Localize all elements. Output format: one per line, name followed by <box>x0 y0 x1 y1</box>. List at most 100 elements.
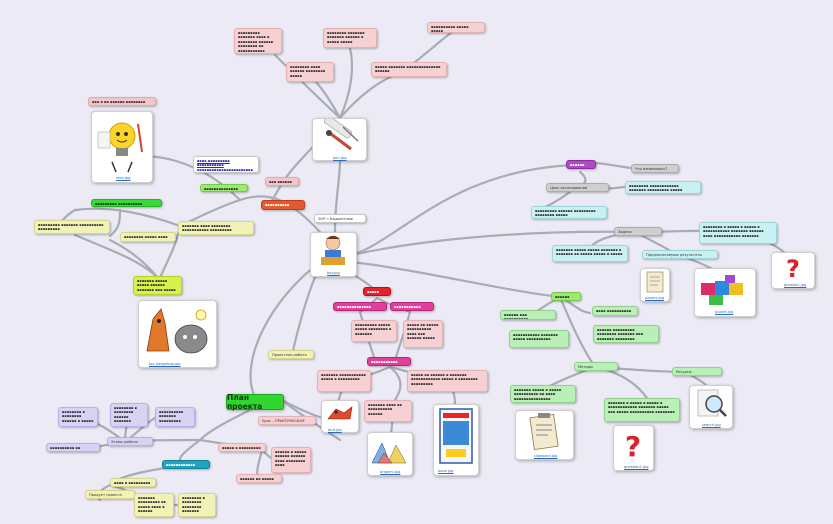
magnifier-image[interactable]: search.jpg <box>689 385 733 429</box>
clipboard-icon <box>529 413 559 450</box>
resources[interactable]: Ресурсы <box>672 367 722 376</box>
question-mark-icon: ? <box>786 255 800 283</box>
mint-note-2[interactable]: ▪▪▪▪ ▪▪▪▪▪▪▪▪▪▪ <box>592 306 638 316</box>
lav-note-3[interactable]: ▪▪▪▪▪▪▪▪▪▪ ▪▪▪▪▪▪▪ ▪▪▪▪▪▪▪▪▪ <box>155 407 195 427</box>
top-note-4[interactable]: ▪▪▪▪▪▪▪▪ ▪▪▪▪ ▪▪▪▪▪▪ ▪▪▪▪▪▪▪▪ ▪▪▪▪▪ <box>286 62 334 82</box>
bird-image[interactable]: bird.jpg <box>321 400 359 433</box>
origami-caption[interactable]: origami.jpg <box>380 470 401 474</box>
lav-note-1[interactable]: ▪▪▪▪▪▪▪▪ ▪ ▪▪▪▪▪▪▪▪ ▪▪▪▪▪▪ ▪ ▪▪▪▪▪ <box>58 407 98 427</box>
research-methods[interactable]: Методы исследования <box>574 362 618 371</box>
link-box[interactable]: ▪▪▪▪ ▪▪▪▪▪▪▪▪▪ ▪▪▪▪▪▪▪▪▪▪▪ ▪▪▪▪▪▪▪▪▪▪▪▪▪… <box>193 156 259 173</box>
question-mark-caption-2[interactable]: question2.jpg <box>624 465 649 469</box>
yellow-note-1[interactable]: ▪▪▪▪▪▪▪▪▪ ▪▪▪▪▪▪▪ ▪▪▪▪▪▪▪▪▪▪ ▪▪▪▪▪▪▪▪▪ <box>34 220 110 234</box>
hedgehog-fox-image[interactable]: fox-hedgehog.jpg <box>138 300 217 368</box>
hedgehog-icon <box>146 308 208 354</box>
question-top[interactable]: Что изменилось? <box>631 164 679 173</box>
mint-note-5[interactable]: ▪▪▪▪▪▪▪ ▪▪▪▪▪ ▪ ▪▪▪▪▪ ▪▪▪▪▪▪▪▪▪▪ ▪▪ ▪▪▪▪… <box>510 385 576 403</box>
lightbulb-caption[interactable]: idea.jpg <box>116 176 131 180</box>
boy-image[interactable]: boy.jpg <box>310 232 357 277</box>
top-note-5[interactable]: ▪▪▪▪▪ ▪▪▪▪▪▪▪ ▪▪▪▪▪▪▪▪▪▪▪▪▪▪ ▪▪▪▪▪▪ <box>371 62 447 77</box>
rose-left-3[interactable]: ▪▪▪▪▪▪ ▪▪ ▪▪▪▪▪ <box>236 474 282 483</box>
grafting-tools-caption[interactable]: pen.jpg <box>333 156 347 160</box>
mint-note-4[interactable]: ▪▪▪▪▪▪ ▪▪▪▪▪▪▪▪▪ ▪▪▪▪▪▪▪▪ ▪▪▪▪▪▪▪ ▪▪▪ ▪▪… <box>593 325 659 343</box>
svg-text:?: ? <box>786 255 800 283</box>
research-goal[interactable]: Цель исследования <box>546 183 609 192</box>
bird-icon <box>327 406 353 420</box>
question-mark-caption-1[interactable]: question.jpg <box>784 283 807 287</box>
cyan-note-5[interactable]: Предполагаемые результаты исследований <box>642 250 718 259</box>
yellow-bottom-2[interactable]: ▪▪▪▪▪▪▪ ▪▪▪▪▪▪▪▪▪ ▪▪ ▪▪▪▪▪ ▪▪▪▪ ▪ ▪▪▪▪▪▪ <box>134 493 174 517</box>
book-cover-image[interactable]: book.jpg <box>433 404 479 476</box>
mint-note-3[interactable]: ▪▪▪▪▪▪▪▪▪▪▪ ▪▪▪▪▪▪▪ ▪▪▪▪▪ ▪▪▪▪▪▪▪▪▪▪ <box>509 330 569 348</box>
lime-note[interactable]: ▪▪▪▪▪▪▪ ▪▪▪▪▪ ▪▪▪▪▪ ▪▪▪▪▪▪ ▪▪▪▪▪▪▪ ▪▪▪ ▪… <box>133 276 182 295</box>
product-bottom[interactable]: Продукт проекта <box>85 490 135 499</box>
papers-caption[interactable]: papers.jpg <box>645 296 665 300</box>
question-mark-image-2[interactable]: ? question2.jpg <box>613 425 654 471</box>
origami-image[interactable]: origami.jpg <box>367 432 413 476</box>
mint-note-1[interactable]: ▪▪▪▪▪▪ ▪▪▪ ▪▪▪▪▪▪▪▪▪▪ <box>500 310 556 320</box>
magnifier-caption[interactable]: search.jpg <box>702 423 721 427</box>
bulb-heading[interactable]: ▪▪▪ ▪ ▪▪ ▪▪▪▪▪▪ ▪▪▪▪▪▪▪▪ <box>88 97 156 106</box>
lightbulb-image[interactable]: idea.jpg <box>91 111 153 183</box>
origami-icon <box>371 442 407 464</box>
rose-note-d[interactable]: ▪▪▪▪▪ ▪▪ ▪▪▪▪▪▪ ▪ ▪▪▪▪▪▪▪ ▪▪▪▪▪▪▪▪▪▪▪▪ ▪… <box>407 370 488 392</box>
book-icon <box>439 408 473 464</box>
grafting-tools-image[interactable]: pen.jpg <box>312 115 367 161</box>
top-note-1[interactable]: ▪▪▪▪▪▪▪▪▪ ▪▪▪▪▪▪▪ ▪▪▪▪ ▪ ▪▪▪▪▪▪▪▪ ▪▪▪▪▪▪… <box>234 28 282 54</box>
yellow-note-2[interactable]: ▪▪▪▪▪▪▪▪ ▪▪▪▪▪ ▪▪▪▪ <box>120 232 176 242</box>
book-cover-caption[interactable]: book.jpg <box>438 469 454 473</box>
hedgehog-fox-caption[interactable]: fox-hedgehog.jpg <box>149 362 181 366</box>
question-mark-image-1[interactable]: ? question.jpg <box>771 252 815 289</box>
rose-note-b[interactable]: ▪▪▪▪▪ ▪▪ ▪▪▪▪▪ ▪▪▪▪▪▪▪▪▪▪ ▪▪▪▪ ▪▪▪ ▪▪▪▪▪… <box>403 320 443 348</box>
rose-note-e[interactable]: ▪▪▪▪▪▪▪ ▪▪▪▪ ▪▪ ▪▪▪▪▪▪▪▪▪▪ ▪▪▪▪▪▪ <box>364 400 412 422</box>
green-tag-left[interactable]: ▪▪▪▪▪▪▪▪▪ ▪▪▪▪▪▪▪▪▪▪ <box>91 199 162 207</box>
mint-note-6[interactable]: ▪▪▪▪▪▪▪ ▪ ▪▪▪▪▪ ▪ ▪▪▪▪▪ ▪ ▪▪▪▪▪▪▪▪▪▪▪▪ ▪… <box>604 398 680 422</box>
yellow-bottom-3[interactable]: ▪▪▪▪▪▪▪▪ ▪ ▪▪▪▪▪▪▪▪ ▪▪▪▪▪▪▪▪ ▪▪▪▪▪▪▪ <box>178 493 216 517</box>
central-topic[interactable]: План проекта <box>226 393 284 411</box>
cyan-note-3[interactable]: ▪▪▪▪▪▪▪▪ ▪ ▪▪▪▪▪ ▪ ▪▪▪▪▪ ▪ ▪▪▪▪▪▪▪▪▪▪▪ ▪… <box>699 222 777 244</box>
green-tag-right[interactable]: ▪▪▪▪▪▪ <box>551 292 581 301</box>
subject-box[interactable]: ЭОР « Бюджетные мероприятия» <box>314 214 366 223</box>
lav-note-2[interactable]: ▪▪▪▪▪▪▪▪ ▪ ▪▪▪▪▪▪▪▪ ▪▪▪▪▪▪ ▪▪▪▪▪▪▪ <box>110 403 148 427</box>
teal-tag[interactable]: ▪▪▪▪▪▪▪▪▪▪▪▪ <box>162 460 210 469</box>
bird-caption[interactable]: bird.jpg <box>328 428 342 432</box>
magenta-tag-1[interactable]: ▪▪▪▪▪▪▪▪▪▪▪▪▪▪ <box>333 302 387 311</box>
puzzle-image[interactable]: puzzle.jpg <box>694 268 756 317</box>
rose-left-2[interactable]: ▪▪▪▪▪▪ ▪ ▪▪▪▪▪ ▪▪▪▪▪▪ ▪▪▪▪▪▪ ▪▪▪▪ ▪▪▪▪▪▪… <box>271 447 311 473</box>
rose-note-a[interactable]: ▪▪▪▪▪▪▪▪▪ ▪▪▪▪▪ ▪▪▪▪▪ ▪▪▪▪▪▪▪▪ ▪ ▪▪▪▪▪▪▪ <box>351 320 397 342</box>
magenta-tag-2[interactable]: ▪▪▪▪▪▪▪▪▪▪▪ <box>390 302 434 311</box>
svg-text:?: ? <box>625 430 641 463</box>
cyan-note-2[interactable]: ▪▪▪▪▪▪▪▪▪ ▪▪▪▪▪▪ ▪▪▪▪▪▪▪▪▪ ▪▪▪▪▪▪▪▪ ▪▪▪▪… <box>531 206 607 219</box>
purple-tag[interactable]: ▪▪▪▪▪▪ <box>566 160 596 169</box>
yellow-bottom-1[interactable]: ▪▪▪▪ ▪ ▪▪▪▪▪▪▪▪▪ <box>110 478 156 487</box>
green-tag-small[interactable]: ▪▪▪▪▪▪▪▪▪▪▪▪▪▪ <box>200 184 248 192</box>
puzzle-caption[interactable]: puzzle.jpg <box>715 310 734 314</box>
question-mark-icon: ? <box>625 430 641 463</box>
top-note-2[interactable]: ▪▪▪▪▪▪▪▪ ▪▪▪▪▪▪▪ ▪▪▪▪▪▪▪ ▪▪▪▪▪▪ ▪ ▪▪▪▪▪ … <box>323 28 377 48</box>
pen-icon <box>323 115 359 151</box>
cyan-note-4[interactable]: ▪▪▪▪▪▪▪ ▪▪▪▪▪ ▪▪▪▪▪ ▪▪▪▪▪▪▪ ▪ ▪▪▪▪▪▪▪ ▪▪… <box>552 245 628 262</box>
research-tasks[interactable]: Задачи исследования <box>614 227 662 236</box>
magenta-tag-3[interactable]: ▪▪▪▪▪▪▪▪▪▪▪ <box>367 357 411 366</box>
lesson-tag[interactable]: Урок – ПРАКТИЧЕСКАЯ <box>258 416 316 425</box>
project-work-tag[interactable]: Проектная работа <box>268 350 314 359</box>
rose-note-c[interactable]: ▪▪▪▪▪▪▪ ▪▪▪▪▪▪▪▪▪▪▪ ▪▪▪▪▪ ▪ ▪▪▪▪▪▪▪▪▪ <box>317 370 371 392</box>
magnifier-icon <box>697 389 727 417</box>
papers-icon <box>646 271 664 293</box>
rose-left-1[interactable]: ▪▪▪▪▪ ▪ ▪▪▪▪▪▪▪▪▪ <box>218 443 266 452</box>
puzzle-icon <box>701 275 743 305</box>
boy-icon <box>321 235 345 265</box>
clipboard-image[interactable]: clipboard.jpg <box>515 410 574 460</box>
orange-tag[interactable]: ▪▪▪▪▪▪▪▪▪▪ <box>261 200 305 210</box>
pink-small-tag[interactable]: ▪▪▪ ▪▪▪▪▪▪ <box>265 177 299 186</box>
red-tag[interactable]: ▪▪▪▪▪ <box>363 287 391 296</box>
boy-caption[interactable]: boy.jpg <box>327 271 340 275</box>
papers-image[interactable]: papers.jpg <box>640 268 670 302</box>
lav-note-4[interactable]: ▪▪▪▪▪▪▪▪▪▪ ▪▪ ▪▪▪▪▪▪ <box>46 443 100 452</box>
yellow-note-3[interactable]: ▪▪▪▪▪▪▪ ▪▪▪▪ ▪▪▪▪▪▪▪▪ ▪▪▪▪▪▪▪▪▪▪▪ ▪▪▪▪▪▪… <box>178 221 254 235</box>
clipboard-caption[interactable]: clipboard.jpg <box>534 454 558 458</box>
stage-left[interactable]: Этапы работы <box>107 437 153 446</box>
top-note-3[interactable]: ▪▪▪▪▪▪▪▪▪▪ ▪▪▪▪▪ ▪▪▪▪▪ <box>427 22 485 33</box>
cyan-note-1[interactable]: ▪▪▪▪▪▪▪▪ ▪▪▪▪▪▪▪▪▪▪▪▪ ▪▪▪▪▪▪▪ ▪▪▪▪▪▪▪▪▪ … <box>625 181 701 194</box>
